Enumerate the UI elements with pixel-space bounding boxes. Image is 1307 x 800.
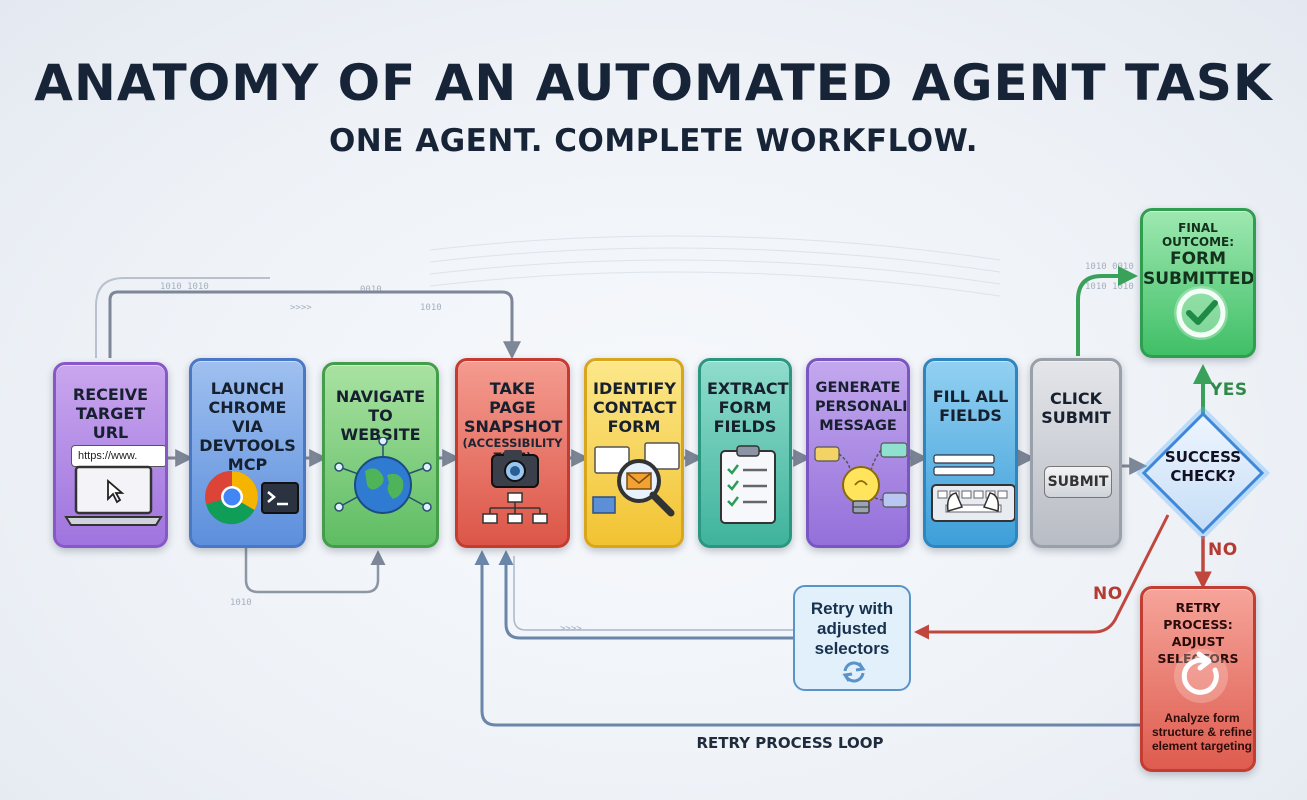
camera-tree-icon	[482, 450, 548, 524]
retry-process-title: Retry Process: Adjust Selectors	[1157, 600, 1239, 666]
step-label: Fill All Fields	[932, 387, 1009, 425]
final-outcome-card: Final Outcome: Form Submitted	[1140, 208, 1256, 358]
step-click-submit[interactable]: Click Submit SUBMIT	[1030, 358, 1122, 548]
yes-label: YES	[1210, 380, 1248, 400]
diagram-title: ANATOMY OF AN AUTOMATED AGENT TASK	[34, 54, 1273, 112]
step-fill-fields[interactable]: Fill All Fields	[923, 358, 1018, 548]
no-label: NO	[1208, 540, 1238, 560]
retry-to-snapshot-arrow	[498, 550, 793, 640]
step-label: Launch Chrome via DevTools MCP	[199, 379, 296, 474]
step-take-snapshot[interactable]: Take Page Snapshot (ACCESSIBILITY TREE)	[455, 358, 570, 548]
clipboard-icon	[720, 445, 776, 524]
step-navigate-website[interactable]: Navigate to Website	[322, 362, 439, 548]
keyboard-typing-icon	[931, 454, 1015, 522]
binary-decoration: 1010	[230, 598, 252, 608]
retry-process-description: Analyze form structure & refine element …	[1151, 711, 1253, 753]
no-left-label: NO	[1093, 584, 1123, 604]
magnifier-envelope-icon	[592, 442, 680, 517]
bottom-connector	[244, 548, 386, 594]
refresh-icon	[1174, 649, 1228, 703]
lightbulb-icon	[814, 442, 907, 514]
step-extract-fields[interactable]: Extract Form Fields	[698, 358, 792, 548]
retry-selectors-text: Retry with adjusted selectors	[810, 599, 894, 658]
binary-decoration: 1010 1010	[160, 282, 209, 292]
retry-process-card: Retry Process: Adjust Selectors Analyze …	[1140, 586, 1256, 772]
background-wave	[429, 235, 1001, 297]
step-label: Click Submit	[1041, 389, 1111, 427]
binary-decoration: 1010	[420, 303, 442, 313]
top-connector	[108, 290, 521, 360]
step-identify-form[interactable]: Identify Contact Form	[584, 358, 684, 548]
binary-decoration: >>>>	[290, 303, 312, 313]
step-receive-target-url[interactable]: Receive Target URL https://www.	[53, 362, 168, 548]
decision-label: Success Check?	[1164, 448, 1242, 485]
submit-button: SUBMIT	[1044, 466, 1112, 498]
final-outcome-title: Final Outcome:	[1161, 221, 1235, 249]
chrome-terminal-icon	[205, 470, 299, 525]
no-left-arrow	[914, 514, 1170, 640]
retry-process-loop	[474, 550, 1140, 727]
step-label: Extract Form Fields	[707, 379, 789, 436]
binary-decoration: >>>>	[560, 624, 582, 634]
step-label: Generate Personalized Message	[815, 380, 908, 434]
step-label: Navigate to Website	[335, 387, 426, 444]
cycle-arrows-icon	[842, 661, 866, 683]
laptop-icon	[64, 465, 163, 526]
step-label: Receive Target URL	[72, 385, 149, 442]
retry-selectors-box: Retry with adjusted selectors	[793, 585, 911, 691]
step-label: Identify Contact Form	[593, 379, 677, 436]
final-outcome-main: Form Submitted	[1143, 249, 1255, 289]
step-label: Take Page Snapshot	[464, 379, 563, 436]
url-bar: https://www.	[71, 445, 165, 467]
step-launch-chrome[interactable]: Launch Chrome via DevTools MCP	[189, 358, 306, 548]
diagram-subtitle: ONE AGENT. COMPLETE WORKFLOW.	[328, 123, 979, 159]
decision-diamond	[1136, 406, 1270, 540]
binary-decoration: 1010 1010	[1085, 282, 1134, 292]
retry-loop-label: RETRY PROCESS LOOP	[696, 734, 884, 752]
step-generate-message[interactable]: Generate Personalized Message	[806, 358, 910, 548]
submit-to-final-arrow	[1076, 266, 1138, 356]
binary-decoration: 0010	[360, 285, 382, 295]
step-arrows	[168, 449, 1148, 475]
checkmark-icon	[1174, 286, 1228, 340]
binary-decoration: 1010 0010	[1085, 262, 1134, 272]
globe-icon	[334, 437, 432, 514]
